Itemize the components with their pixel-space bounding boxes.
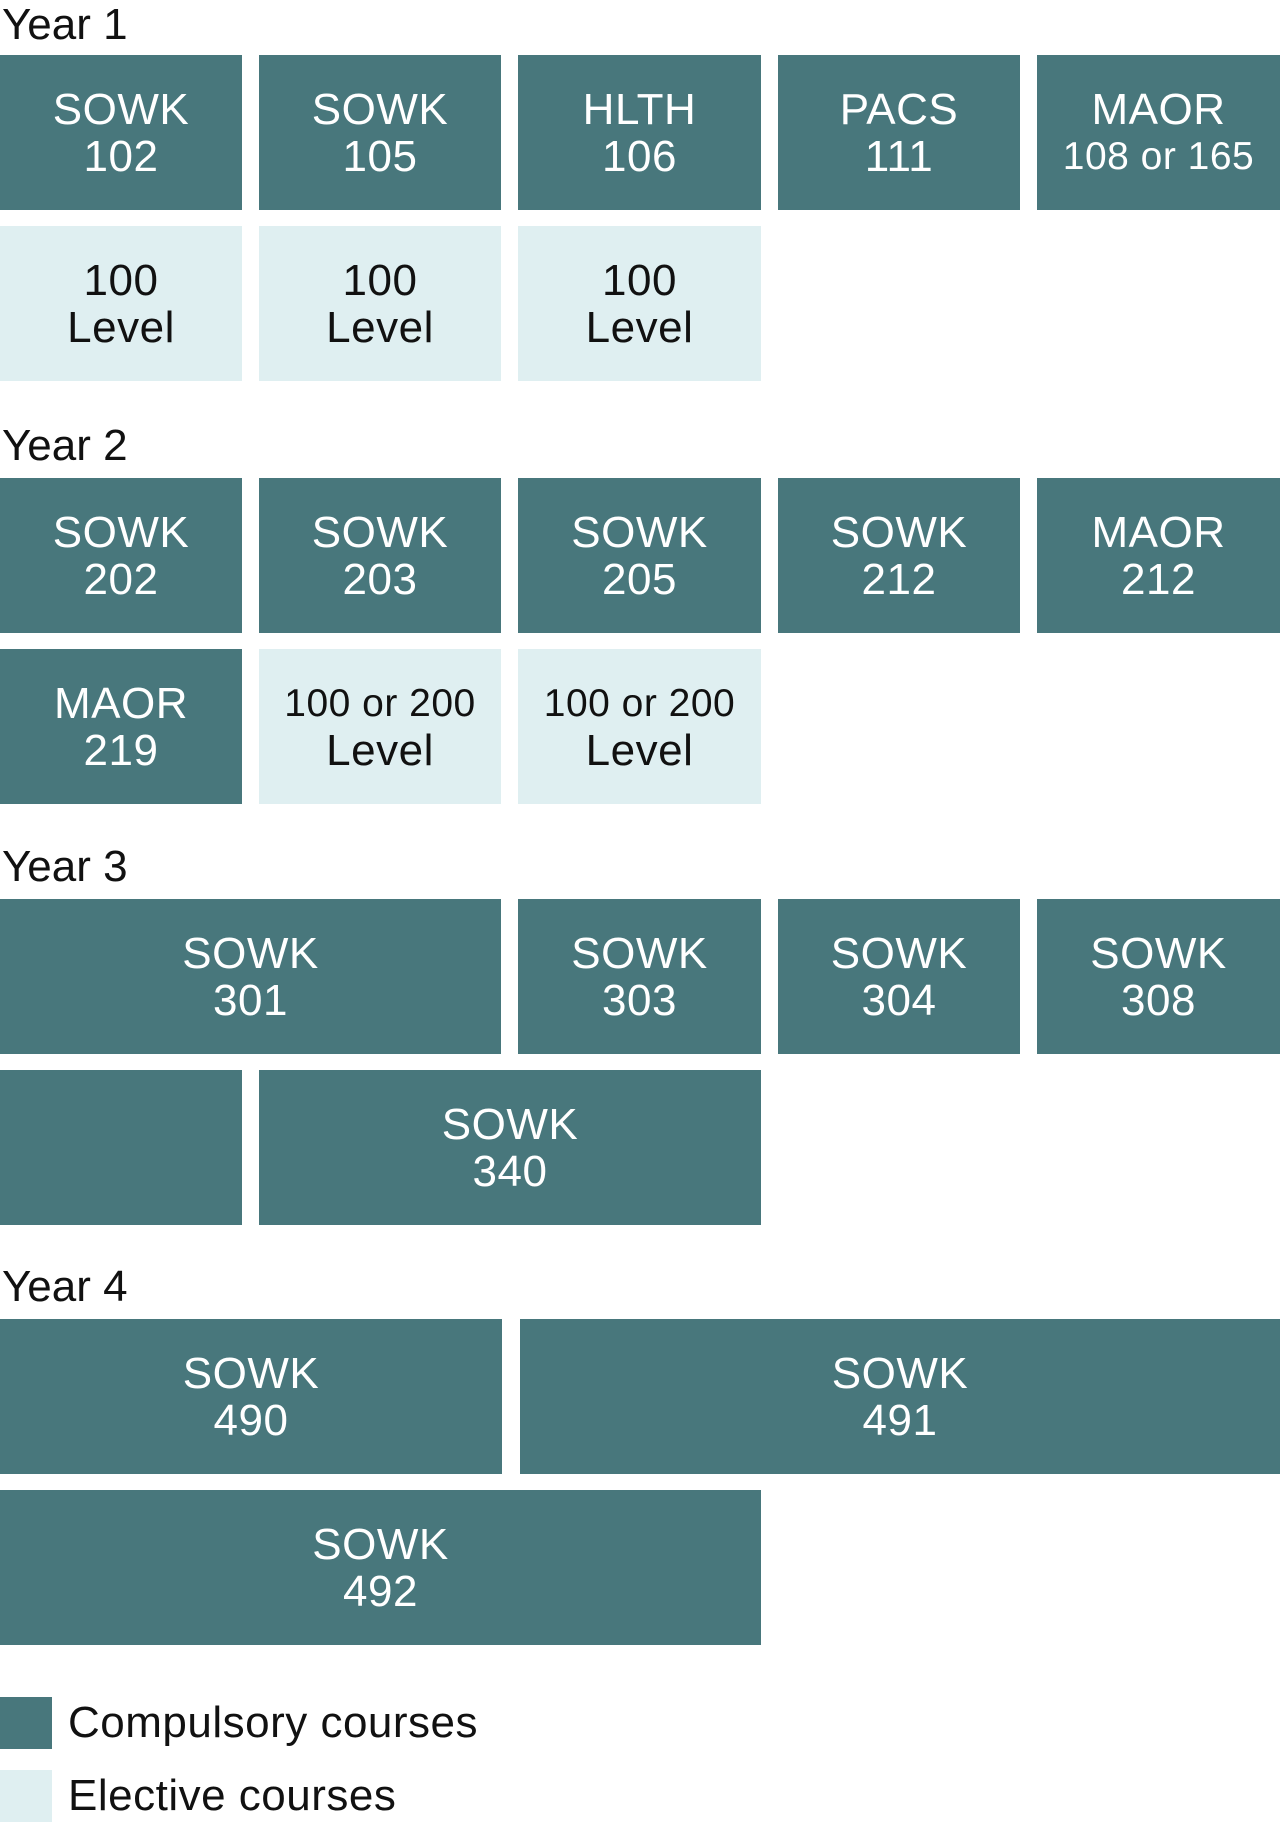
elective-box: 100 Level <box>0 226 242 381</box>
year-heading: Year 1 <box>2 0 128 49</box>
course-box: SOWK 490 <box>0 1319 502 1474</box>
course-number: 111 <box>864 131 934 181</box>
course-box: HLTH 106 <box>518 55 761 210</box>
elective-level: 100 <box>342 255 418 305</box>
elective-level: 100 or 200 <box>543 681 736 725</box>
course-subject: SOWK <box>830 928 968 978</box>
course-number: 492 <box>343 1566 418 1616</box>
course-number: 106 <box>602 131 677 181</box>
course-box-unlabeled <box>0 1070 242 1225</box>
elective-box: 100 or 200 Level <box>518 649 761 804</box>
year-heading: Year 2 <box>2 421 128 470</box>
course-subject: SOWK <box>182 928 319 978</box>
course-number: 303 <box>602 975 677 1025</box>
course-subject: HLTH <box>582 84 697 134</box>
elective-box: 100 or 200 Level <box>259 649 501 804</box>
year-heading: Year 4 <box>2 1262 128 1311</box>
course-box: SOWK 491 <box>520 1319 1280 1474</box>
course-box: SOWK 205 <box>518 478 761 633</box>
course-subject: MAOR <box>1091 84 1226 134</box>
elective-box: 100 Level <box>518 226 761 381</box>
course-subject: SOWK <box>441 1099 579 1149</box>
course-subject: SOWK <box>831 1348 969 1398</box>
course-number: 108 or 165 <box>1062 134 1255 178</box>
course-subject: SOWK <box>312 1519 449 1569</box>
course-box: MAOR 108 or 165 <box>1037 55 1280 210</box>
course-number: 203 <box>342 554 418 604</box>
course-number: 205 <box>602 554 677 604</box>
elective-label: Level <box>326 302 434 352</box>
course-subject: SOWK <box>52 507 190 557</box>
course-box: SOWK 102 <box>0 55 242 210</box>
course-subject: SOWK <box>1090 928 1227 978</box>
course-subject: SOWK <box>311 84 449 134</box>
elective-label: Level <box>585 302 694 352</box>
course-box: MAOR 219 <box>0 649 242 804</box>
course-number: 219 <box>83 725 159 775</box>
course-subject: SOWK <box>311 507 449 557</box>
elective-label: Level <box>326 725 434 775</box>
elective-label: Level <box>67 302 175 352</box>
course-subject: MAOR <box>1091 507 1226 557</box>
course-box: PACS 111 <box>778 55 1020 210</box>
course-subject: MAOR <box>54 678 188 728</box>
course-subject: SOWK <box>52 84 190 134</box>
course-box: SOWK 212 <box>778 478 1020 633</box>
course-number: 304 <box>861 975 937 1025</box>
course-box: SOWK 105 <box>259 55 501 210</box>
elective-box: 100 Level <box>259 226 501 381</box>
course-subject: SOWK <box>182 1348 320 1398</box>
legend-swatch-compulsory <box>0 1697 52 1749</box>
elective-level: 100 or 200 <box>284 681 476 725</box>
course-number: 340 <box>472 1146 548 1196</box>
course-number: 212 <box>861 554 937 604</box>
legend-label-compulsory: Compulsory courses <box>68 1698 479 1747</box>
course-box: SOWK 308 <box>1037 899 1280 1054</box>
course-box: MAOR 212 <box>1037 478 1280 633</box>
course-number: 491 <box>862 1395 938 1445</box>
year-heading: Year 3 <box>2 842 128 891</box>
course-subject: SOWK <box>571 928 708 978</box>
course-number: 102 <box>83 131 159 181</box>
course-subject: SOWK <box>571 507 708 557</box>
elective-level: 100 <box>83 255 159 305</box>
legend-swatch-elective <box>0 1770 52 1822</box>
course-number: 490 <box>213 1395 289 1445</box>
course-number: 212 <box>1121 554 1196 604</box>
elective-level: 100 <box>602 255 677 305</box>
course-box: SOWK 203 <box>259 478 501 633</box>
course-box: SOWK 202 <box>0 478 242 633</box>
course-subject: PACS <box>839 84 959 134</box>
course-box: SOWK 303 <box>518 899 761 1054</box>
course-box: SOWK 301 <box>0 899 501 1054</box>
legend-label-elective: Elective courses <box>68 1771 397 1820</box>
course-number: 202 <box>83 554 159 604</box>
elective-label: Level <box>585 725 694 775</box>
course-number: 105 <box>342 131 418 181</box>
course-subject: SOWK <box>830 507 968 557</box>
course-box: SOWK 492 <box>0 1490 761 1645</box>
course-box: SOWK 304 <box>778 899 1020 1054</box>
course-box: SOWK 340 <box>259 1070 761 1225</box>
course-number: 308 <box>1121 975 1196 1025</box>
course-number: 301 <box>213 975 288 1025</box>
